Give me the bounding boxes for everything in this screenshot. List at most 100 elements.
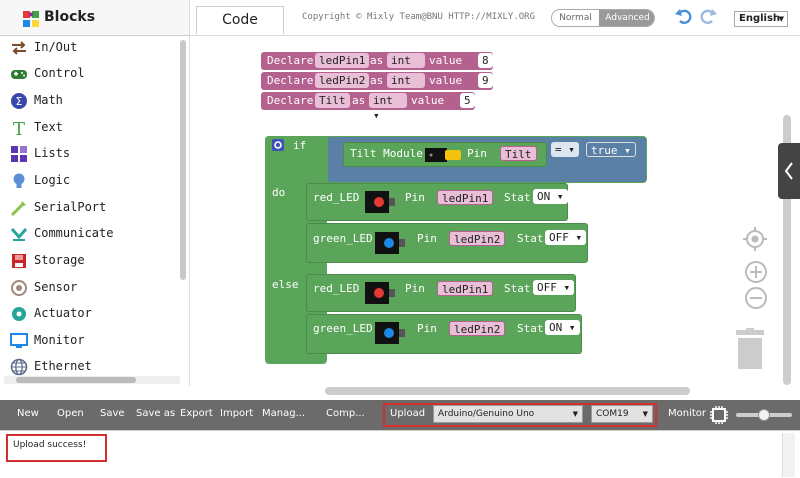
workspace-horizontal-scrollbar[interactable] [325, 387, 690, 395]
red-led-module-icon [365, 191, 395, 213]
export-button[interactable]: Export [180, 408, 213, 419]
as-keyword: as [352, 94, 366, 107]
value-keyword: value [429, 54, 463, 67]
sidebar-item-serialport[interactable]: SerialPort [8, 196, 178, 220]
stat-keyword: Stat [517, 232, 544, 245]
sidebar-item-label: Actuator [34, 306, 92, 320]
sidebar-item-lists[interactable]: Lists [8, 142, 178, 166]
chevron-left-icon [784, 162, 793, 180]
save-as-button[interactable]: Save as [136, 408, 176, 419]
sidebar-item-ethernet[interactable]: Ethernet [8, 355, 178, 379]
code-panel-toggle[interactable] [778, 143, 800, 199]
pin-variable-field[interactable]: ledPin1 [437, 190, 494, 205]
undo-icon[interactable] [674, 6, 694, 26]
boolean-dropdown[interactable]: true ▾ [586, 142, 636, 157]
value-keyword: value [429, 74, 463, 87]
operator-dropdown[interactable]: = ▾ [551, 142, 579, 157]
pin-variable-field[interactable]: ledPin1 [437, 281, 494, 296]
led-label: green_LED [313, 322, 373, 335]
mode-normal-option[interactable]: Normal [552, 10, 599, 26]
import-button[interactable]: Import [220, 408, 254, 419]
tab-code[interactable]: Code [196, 6, 284, 34]
pin-variable-field[interactable]: ledPin2 [449, 231, 506, 246]
stat-keyword: Stat [504, 191, 531, 204]
led-block[interactable] [306, 314, 582, 354]
number-field[interactable]: 8 [478, 53, 493, 68]
scroll-thumb[interactable] [16, 377, 136, 383]
sidebar-item-actuator[interactable]: Actuator [8, 302, 178, 326]
sidebar-scrollbar[interactable] [180, 40, 186, 280]
stat-dropdown[interactable]: OFF ▾ [545, 230, 587, 245]
sidebar-item-sensor[interactable]: Sensor [8, 276, 178, 300]
chip-icon[interactable] [708, 404, 730, 426]
type-dropdown[interactable]: int ▾ [369, 93, 407, 122]
green-led-module-icon [375, 232, 405, 254]
variable-name-field[interactable]: ledPin2 [315, 73, 370, 88]
pin-keyword: Pin [405, 282, 425, 295]
compile-button[interactable]: Comp... [326, 408, 365, 419]
manage-button[interactable]: Manag... [262, 408, 306, 419]
sidebar-item-logic[interactable]: Logic [8, 169, 178, 193]
sidebar-item-label: Storage [34, 253, 85, 267]
recenter-icon[interactable] [742, 226, 768, 252]
declare-block[interactable] [261, 92, 475, 110]
sidebar-item-storage[interactable]: Storage [8, 249, 178, 273]
open-button[interactable]: Open [57, 408, 84, 419]
if-keyword: if [293, 139, 307, 152]
sidebar-item-label: Control [34, 66, 85, 80]
sidebar-item-label: Monitor [34, 333, 85, 347]
led-label: green_LED [313, 232, 373, 245]
in-out-icon [12, 41, 26, 55]
new-button[interactable]: New [17, 408, 39, 419]
sidebar-horizontal-scrollbar[interactable] [4, 376, 180, 384]
stat-value: ON [549, 321, 563, 334]
console-scrollbar[interactable] [782, 433, 795, 477]
led-label: red_LED [313, 282, 360, 295]
trash-icon[interactable] [734, 328, 766, 370]
stat-dropdown[interactable]: ON ▾ [545, 320, 580, 335]
gear-icon[interactable] [272, 139, 284, 151]
sidebar-item-text[interactable]: T Text [8, 116, 178, 140]
declare-keyword: Declare [267, 54, 314, 67]
board-select[interactable]: Arduino/Genuino Uno ▼ [433, 405, 583, 423]
sidebar-item-math[interactable]: Σ Math [8, 89, 178, 113]
language-select[interactable]: English ▼ [734, 11, 788, 27]
led-block[interactable] [306, 223, 588, 263]
globe-icon [10, 358, 28, 376]
message-highlight [6, 434, 107, 462]
mode-switch[interactable]: Normal Advanced [551, 9, 655, 27]
upload-button[interactable]: Upload [390, 408, 426, 419]
sidebar-item-in-out[interactable]: In/Out [8, 36, 178, 60]
text-icon: T [13, 119, 25, 137]
zoom-out-icon[interactable] [744, 286, 768, 310]
copyright-text: Copyright © Mixly Team@BNU HTTP://MIXLY.… [302, 12, 535, 22]
save-button[interactable]: Save [100, 408, 125, 419]
stat-dropdown[interactable]: OFF ▾ [533, 280, 575, 295]
redo-icon[interactable] [698, 6, 718, 26]
declare-keyword: Declare [267, 94, 314, 107]
value-keyword: value [411, 94, 445, 107]
stat-dropdown[interactable]: ON ▾ [533, 189, 568, 204]
lightbulb-icon [13, 173, 25, 188]
sidebar-item-label: SerialPort [34, 200, 107, 214]
do-keyword: do [272, 186, 286, 199]
port-select[interactable]: COM19 ▼ [591, 405, 653, 423]
number-field[interactable]: 9 [478, 73, 493, 88]
monitor-button[interactable]: Monitor [668, 408, 707, 419]
sidebar-item-communicate[interactable]: Communicate [8, 222, 178, 246]
type-dropdown[interactable]: int ▾ [387, 73, 425, 102]
zoom-slider[interactable] [736, 409, 792, 421]
zoom-in-icon[interactable] [744, 260, 768, 284]
pin-variable-field[interactable]: Tilt [500, 146, 537, 161]
workspace-vertical-scrollbar[interactable] [783, 115, 791, 385]
sidebar-item-control[interactable]: Control [8, 62, 178, 86]
pin-variable-field[interactable]: ledPin2 [449, 321, 506, 336]
mode-advanced-option[interactable]: Advanced [599, 10, 654, 26]
slider-knob[interactable] [758, 409, 770, 421]
type-dropdown[interactable]: int ▾ [387, 53, 425, 82]
pin-keyword: Pin [405, 191, 425, 204]
sidebar-item-monitor[interactable]: Monitor [8, 329, 178, 353]
variable-name-field[interactable]: ledPin1 [315, 53, 370, 68]
variable-name-field[interactable]: Tilt [315, 93, 350, 108]
number-field[interactable]: 5 [460, 93, 475, 108]
